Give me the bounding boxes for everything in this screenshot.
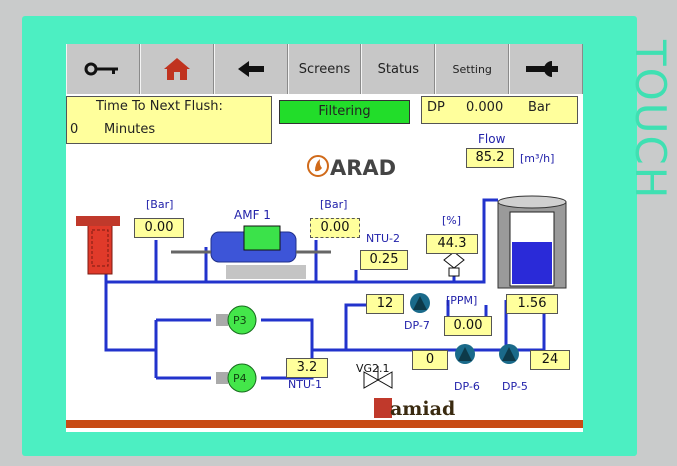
setting-button[interactable]: Setting	[435, 44, 510, 94]
status-button-label: Status	[377, 61, 420, 77]
setting-button-label: Setting	[452, 62, 492, 76]
login-button[interactable]	[66, 44, 140, 94]
tank-level	[512, 242, 552, 284]
bottom-bar	[66, 420, 583, 428]
flush-value: 0	[70, 122, 79, 137]
ntu1-value: 3.2	[286, 358, 328, 378]
tank-value: 1.56	[506, 294, 558, 314]
dp-unit: Bar	[528, 100, 551, 115]
process-diagram	[76, 155, 567, 393]
dp7-label: DP-7	[404, 319, 430, 332]
arad-logo-text: ARAD	[330, 156, 397, 180]
dp5-label: DP-5	[502, 380, 528, 393]
valve-vg21	[363, 366, 393, 389]
mode-status: Filtering	[279, 100, 410, 124]
dosing-pump-dp6	[455, 344, 475, 364]
dp-label: DP	[427, 100, 445, 115]
screens-button-label: Screens	[298, 61, 351, 77]
status-button[interactable]: Status	[361, 44, 436, 94]
outlet-pressure-value: 0.00	[310, 218, 360, 238]
device-brand: TOUCH	[626, 40, 677, 240]
dp-value: 0.000	[466, 100, 504, 115]
home-button[interactable]	[139, 44, 214, 94]
dp6-value: 0	[412, 350, 448, 370]
pump-p3	[216, 305, 257, 335]
back-button[interactable]	[213, 44, 288, 94]
amiad-logo-text: amiad	[390, 398, 456, 420]
flush-panel	[66, 96, 272, 144]
dp6-label: DP-6	[454, 380, 480, 393]
screens-button[interactable]: Screens	[287, 44, 362, 94]
flow-label: Flow	[478, 132, 506, 146]
device-brand-text: TOUCH	[626, 40, 675, 201]
maintenance-button[interactable]	[509, 44, 584, 94]
ppm-unit: [PPM]	[446, 294, 478, 307]
flush-title: Time To Next Flush:	[96, 99, 223, 114]
pump-p4	[216, 363, 257, 393]
dosing-pump-dp7	[410, 293, 430, 313]
toolbar: Screens Status Setting	[66, 44, 584, 94]
pump-p4-label: P4	[233, 372, 247, 385]
home-icon	[163, 58, 190, 80]
strainer	[76, 216, 120, 275]
arrow-left-icon	[237, 61, 264, 77]
flow-unit: [m³/h]	[520, 152, 555, 165]
amf-filter	[171, 225, 331, 279]
percent-unit: [%]	[442, 214, 462, 227]
arad-logo-icon	[307, 155, 329, 177]
inlet-pressure-value: 0.00	[134, 218, 184, 238]
flush-unit: Minutes	[104, 122, 156, 137]
dp5-value: 24	[530, 350, 570, 370]
dosing-pump-dp5	[499, 344, 519, 364]
inlet-pressure-unit: [Bar]	[146, 198, 174, 211]
valve-label: VG2.1	[356, 362, 390, 375]
pump-p3-label: P3	[233, 314, 247, 327]
amf-label: AMF 1	[234, 208, 271, 222]
ppm-value: 0.00	[444, 316, 492, 336]
dosing-sensor	[443, 251, 465, 277]
dp-panel	[421, 96, 578, 124]
percent-value: 44.3	[426, 234, 478, 254]
flow-value: 85.2	[466, 148, 514, 168]
ntu2-value: 0.25	[360, 250, 408, 270]
outlet-pressure-unit: [Bar]	[320, 198, 348, 211]
tank	[497, 195, 567, 289]
ntu2-label: NTU-2	[366, 232, 400, 245]
wrench-icon	[526, 61, 559, 77]
key-icon	[84, 62, 118, 76]
amiad-logo-icon	[374, 398, 392, 418]
ntu1-label: NTU-1	[288, 378, 322, 391]
dp7-value: 12	[366, 294, 404, 314]
